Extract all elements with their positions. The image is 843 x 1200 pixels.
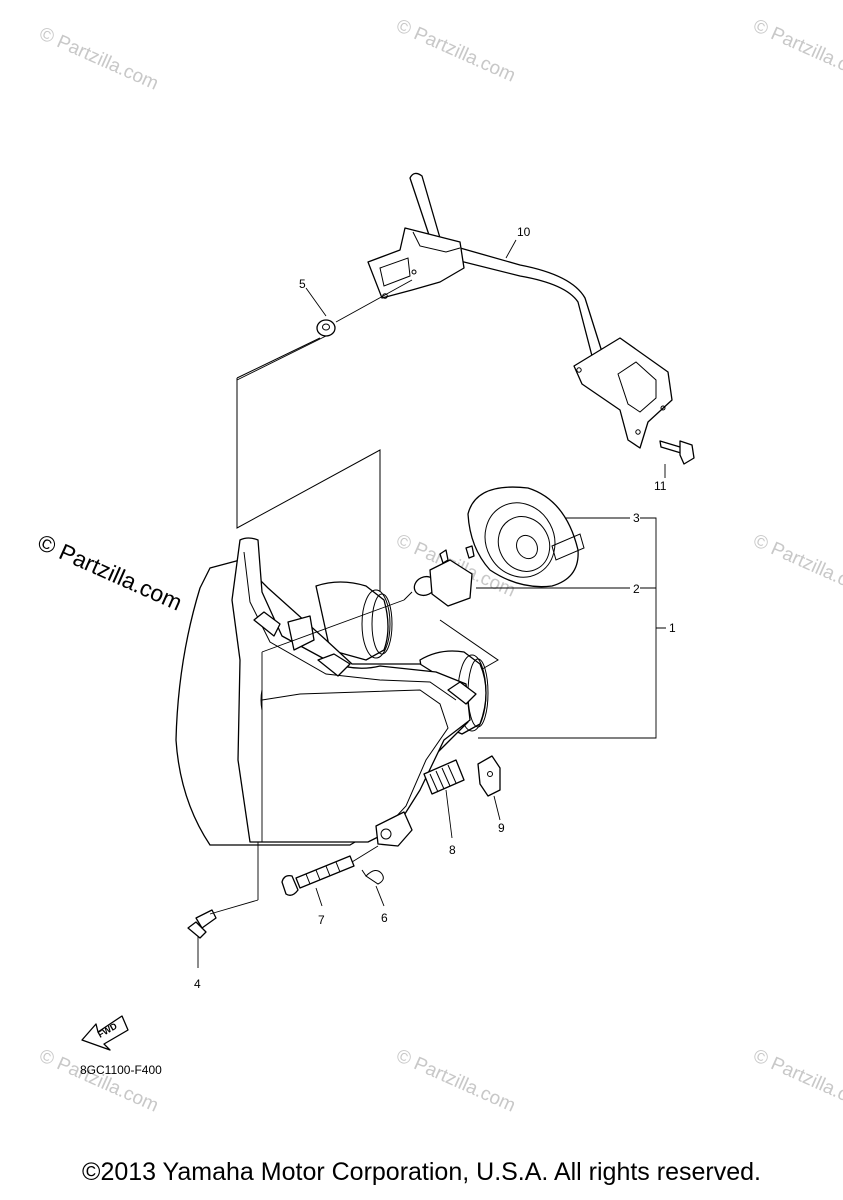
- bolt-11: [659, 440, 695, 465]
- headlight-stay-bracket: [367, 172, 673, 449]
- bulb: [403, 545, 475, 607]
- bulb-cover: [467, 486, 585, 588]
- fwd-arrow-icon: FWD: [81, 1015, 129, 1051]
- callout-11: 11: [654, 479, 667, 493]
- watermark: © Partzilla.com: [36, 1045, 162, 1116]
- clip-nut: [477, 755, 501, 797]
- drawing-code: 8GC1100-F400: [80, 1063, 162, 1077]
- copyright-notice: ©2013 Yamaha Motor Corporation, U.S.A. A…: [82, 1158, 761, 1186]
- callout-10: 10: [517, 225, 531, 239]
- watermark: © Partzilla.com: [393, 15, 519, 86]
- callout-4: 4: [194, 977, 201, 991]
- callout-1: 1: [669, 621, 676, 635]
- headlight-assembly: [175, 537, 489, 847]
- watermark-featured: © Partzilla.com: [34, 529, 186, 616]
- watermark: © Partzilla.com: [393, 1045, 519, 1116]
- callout-8: 8: [449, 843, 456, 857]
- reference-plane: [236, 337, 381, 592]
- callout-6: 6: [381, 911, 388, 925]
- callout-5: 5: [299, 277, 306, 291]
- cotter-pin: [361, 869, 384, 885]
- grommet: [316, 319, 336, 337]
- watermark: © Partzilla.com: [750, 15, 843, 86]
- watermark: © Partzilla.com: [750, 1045, 843, 1116]
- callout-9: 9: [498, 821, 505, 835]
- screw-4: [187, 909, 217, 939]
- callout-3: 3: [633, 511, 640, 525]
- adjusting-screw: [281, 855, 355, 896]
- watermark: © Partzilla.com: [36, 23, 162, 94]
- callout-7: 7: [318, 913, 325, 927]
- watermark: © Partzilla.com: [750, 530, 843, 601]
- callouts: 1 2 3 4 5 6 7 8 9 10 11: [194, 225, 676, 991]
- spring: [423, 759, 465, 795]
- callout-2: 2: [633, 582, 640, 596]
- leader-lines: [197, 239, 666, 968]
